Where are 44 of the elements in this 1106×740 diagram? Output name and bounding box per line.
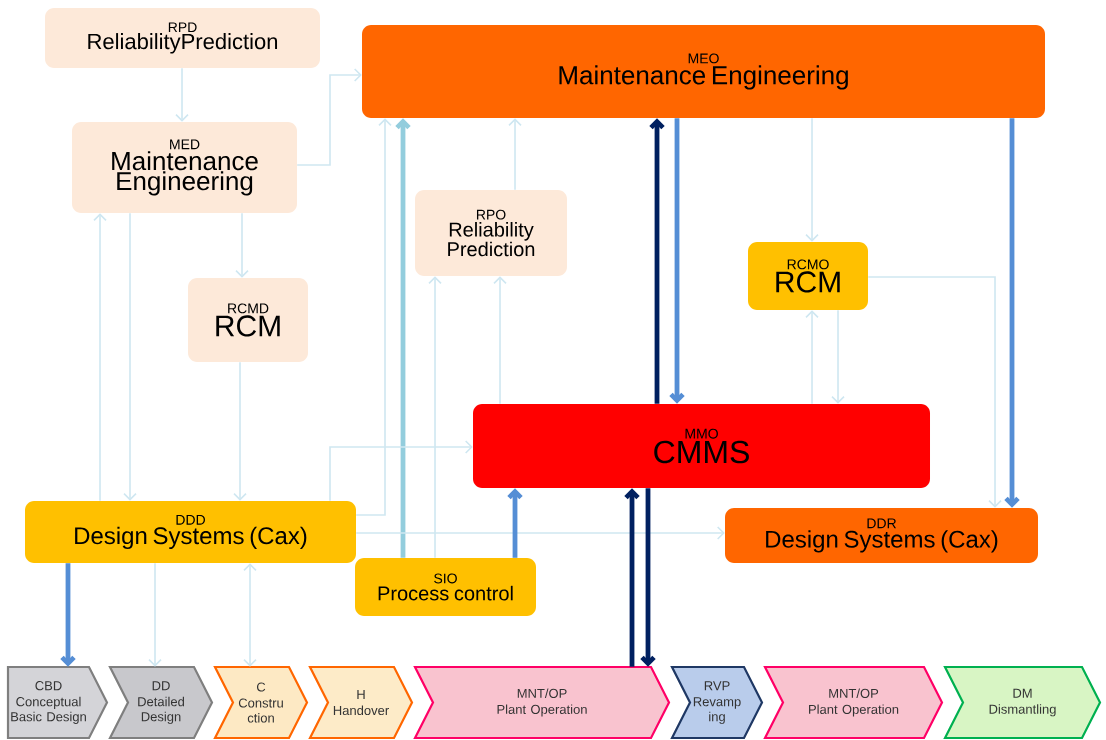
phase-step: CBD Conceptual Basic Design (6, 665, 109, 740)
system-box: MMO CMMS (473, 404, 930, 488)
arrow (867, 276, 1002, 508)
arrow (148, 562, 162, 667)
arrow (93, 213, 107, 502)
arrow (395, 118, 411, 558)
arrow (235, 212, 249, 278)
arrow (243, 563, 257, 667)
system-box: RPO Reliability Prediction (415, 190, 567, 276)
phase-step: MNT/OP Plant Operation (763, 665, 944, 740)
arrow (329, 440, 473, 502)
arrow (805, 117, 819, 242)
arrow (640, 488, 656, 667)
arrow (1004, 118, 1020, 508)
arrow (355, 118, 392, 516)
system-box: MEO Maintenance Engineering (362, 25, 1045, 118)
system-box: RCMO RCM (748, 242, 868, 310)
arrow (831, 309, 845, 404)
arrow (649, 118, 665, 404)
arrow (60, 563, 76, 667)
system-box: SIO Process control (355, 558, 536, 616)
arrow (624, 488, 640, 667)
arrow (175, 67, 189, 122)
arrow (669, 118, 685, 404)
arrow (428, 276, 442, 559)
system-box: RCMD RCM (188, 278, 308, 362)
arrow (507, 488, 523, 558)
phase-step: DD Detailed Design (108, 665, 214, 740)
arrow (493, 276, 507, 405)
phase-step: RVP Revamp ing (670, 665, 764, 740)
phase-step: DM Dismantling (943, 665, 1102, 740)
arrow (508, 118, 522, 191)
system-box: MED Maintenance Engineering (72, 122, 297, 213)
arrow (123, 212, 137, 501)
arrow (296, 68, 362, 166)
arrow (233, 361, 247, 501)
phase-step: H Handover (308, 665, 414, 740)
system-box: RPD ReliabilityPrediction (45, 8, 320, 68)
arrow (355, 526, 725, 540)
arrow (805, 310, 819, 405)
system-box: DDR Design Systems (Cax) (725, 508, 1038, 563)
system-box: DDD Design Systems (Cax) (25, 501, 356, 563)
phase-step: C Constru ction (213, 665, 309, 740)
phase-step: MNT/OP Plant Operation (413, 665, 671, 740)
